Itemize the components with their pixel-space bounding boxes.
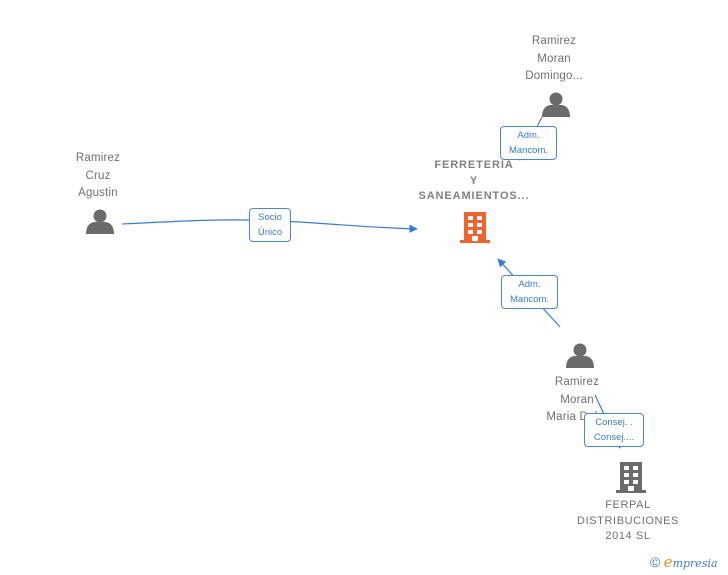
person-icon[interactable] (86, 209, 114, 235)
node-label-ferreteria[interactable]: FERRETERIA Y SANEAMIENTOS... (418, 159, 530, 202)
person-icon[interactable] (566, 343, 594, 369)
building-icon[interactable] (460, 212, 490, 243)
brand-initial: e (663, 553, 673, 571)
node-label-ferpal[interactable]: FERPAL DISTRIBUCIONES 2014 SL (577, 499, 679, 542)
edge-label-adm-mancom-domingo[interactable]: Adm. Mancom. (500, 126, 557, 160)
empresia-logo[interactable]: © empresia (650, 553, 718, 571)
copyright-icon: © (650, 554, 661, 570)
building-icon[interactable] (616, 462, 646, 493)
person-icon[interactable] (542, 92, 570, 118)
edge-label-socio-unico[interactable]: Socio Único (249, 208, 291, 242)
edge-label-adm-mancom-maria[interactable]: Adm. Mancom. (501, 275, 558, 309)
node-label-ramirez-moran-domingo[interactable]: Ramirez Moran Domingo... (525, 35, 583, 82)
edge-label-consej[interactable]: Consej. . Consej.... (584, 413, 644, 447)
edge-socio-unico[interactable] (121, 219, 418, 233)
node-label-ramirez-cruz-agustin[interactable]: Ramirez Cruz Agustin (75, 152, 121, 199)
brand-name: mpresia (672, 557, 718, 570)
